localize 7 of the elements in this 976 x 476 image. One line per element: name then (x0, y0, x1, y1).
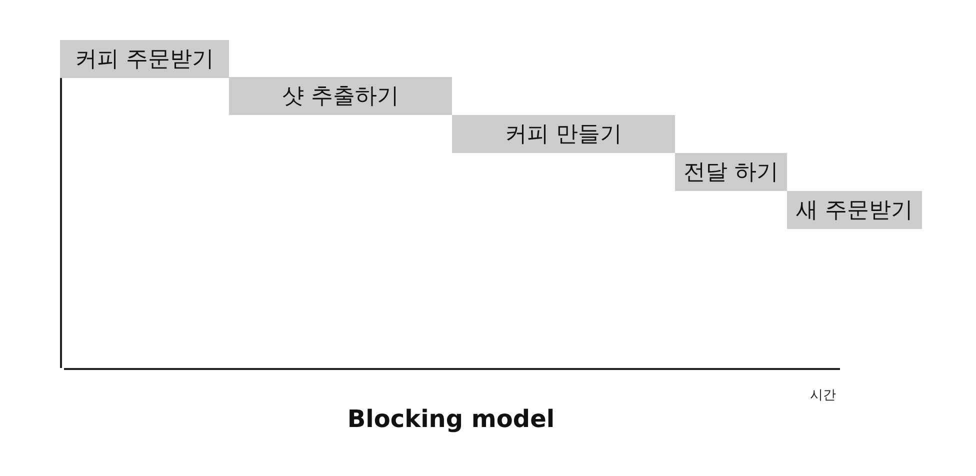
task-bar: 샷 추출하기 (229, 77, 452, 115)
task-bar: 전달 하기 (675, 153, 787, 191)
task-bar: 커피 주문받기 (60, 40, 229, 78)
axis-label: 시간 (810, 387, 836, 404)
caption: Blocking model (347, 405, 555, 433)
task-bar: 커피 만들기 (452, 115, 675, 153)
task-bar: 새 주문받기 (787, 191, 922, 229)
